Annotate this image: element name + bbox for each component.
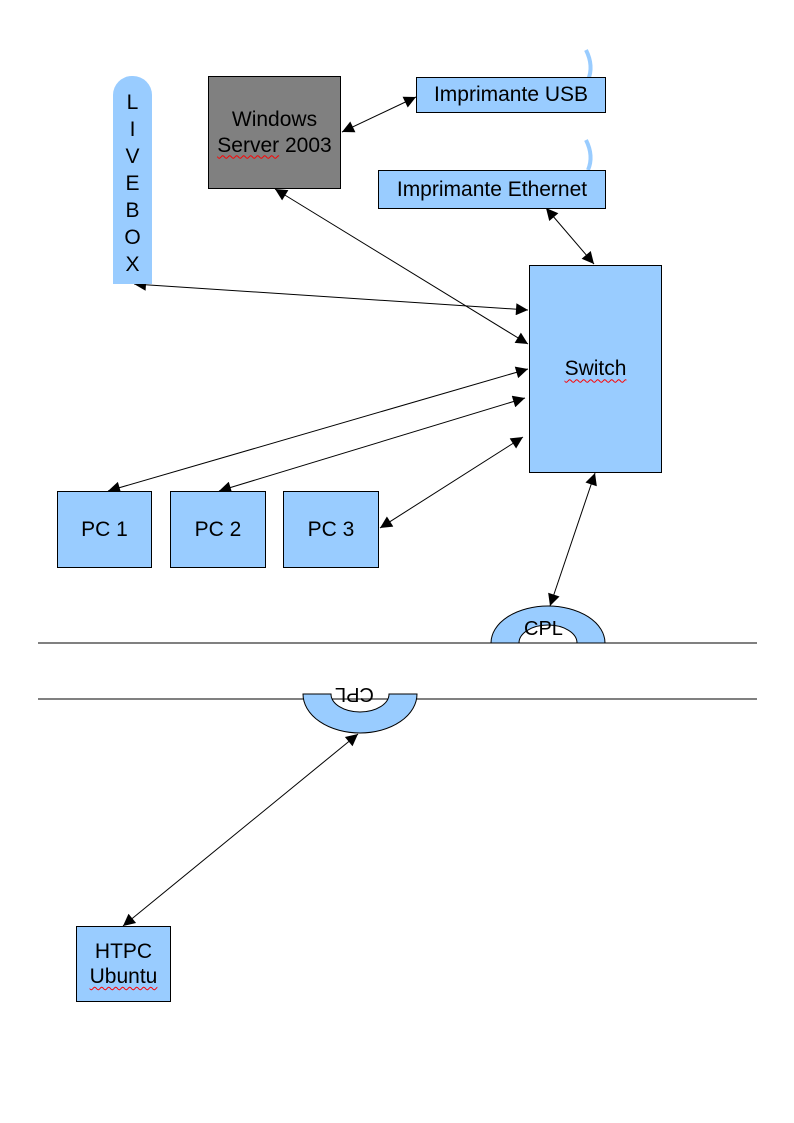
- usb-printer-node[interactable]: Imprimante USB: [416, 77, 606, 113]
- ethernet-printer-label: Imprimante Ethernet: [396, 177, 588, 201]
- switch-label: Switch: [564, 357, 627, 381]
- connection-pc2-switch: [218, 395, 526, 494]
- pc3-node[interactable]: PC 3: [283, 491, 379, 568]
- ethernet-printer-node[interactable]: Imprimante Ethernet: [378, 170, 606, 209]
- server-version: 2003: [279, 133, 332, 157]
- htpc-label-line1: HTPC: [94, 939, 153, 963]
- windows-server-label-line1: Windows: [231, 108, 318, 132]
- connections: [107, 96, 597, 927]
- pc2-node[interactable]: PC 2: [170, 491, 266, 568]
- connection-ethernet-printer-switch: [545, 207, 595, 265]
- server-word: Server: [217, 133, 280, 157]
- usb-printer-antenna-icon: [584, 49, 593, 81]
- connection-server-usb-printer: [341, 96, 417, 133]
- pc3-label: PC 3: [307, 517, 355, 541]
- connection-livebox-switch: [133, 278, 529, 316]
- connection-cpl-htpc: [122, 733, 359, 927]
- cpl-bottom-adapter: [302, 693, 418, 734]
- connection-switch-cpl: [548, 472, 597, 607]
- pc2-label: PC 2: [194, 517, 242, 541]
- pc1-node[interactable]: PC 1: [57, 491, 152, 568]
- htpc-label-line2: Ubuntu: [89, 965, 158, 988]
- windows-server-node[interactable]: Windows Server 2003: [208, 76, 341, 189]
- htpc-node[interactable]: HTPC Ubuntu: [76, 926, 171, 1002]
- usb-printer-label: Imprimante USB: [433, 83, 589, 107]
- ethernet-printer-antenna-icon: [584, 139, 593, 171]
- livebox-node[interactable]: LIVEBOX: [113, 76, 152, 284]
- cpl-bottom-label: CPL: [335, 683, 374, 705]
- cpl-top-label: CPL: [524, 618, 563, 640]
- connection-pc3-switch: [379, 436, 524, 529]
- windows-server-label-line2: Server 2003: [217, 133, 331, 158]
- livebox-label: LIVEBOX: [121, 90, 144, 280]
- switch-node[interactable]: Switch: [529, 265, 662, 473]
- cpl-top-adapter: [490, 605, 606, 644]
- connection-pc1-switch: [107, 366, 529, 494]
- pc1-label: PC 1: [81, 517, 128, 541]
- connection-server-switch: [274, 188, 529, 345]
